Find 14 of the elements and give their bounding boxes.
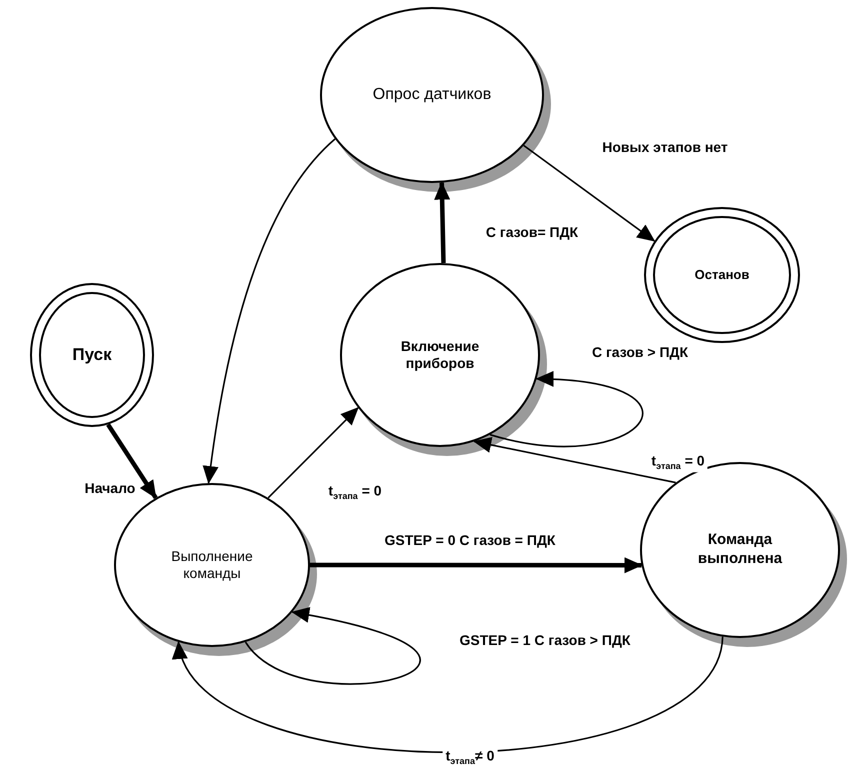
arrow: [523, 144, 656, 242]
arrow: [434, 182, 450, 264]
state-name: Включение приборов: [400, 338, 480, 372]
state-name: Команда выполнена: [696, 531, 784, 569]
state-name: Останов: [694, 266, 750, 284]
state-name: Пуск: [72, 344, 112, 366]
state-name: Опрос датчиков: [372, 85, 492, 105]
arrow: [106, 423, 158, 500]
arrow: [310, 557, 643, 574]
state-name: Выполнение команды: [170, 548, 254, 582]
arrow: [202, 138, 336, 484]
arrow: [490, 372, 644, 448]
arrow: [473, 437, 676, 484]
arrow: [268, 407, 359, 498]
